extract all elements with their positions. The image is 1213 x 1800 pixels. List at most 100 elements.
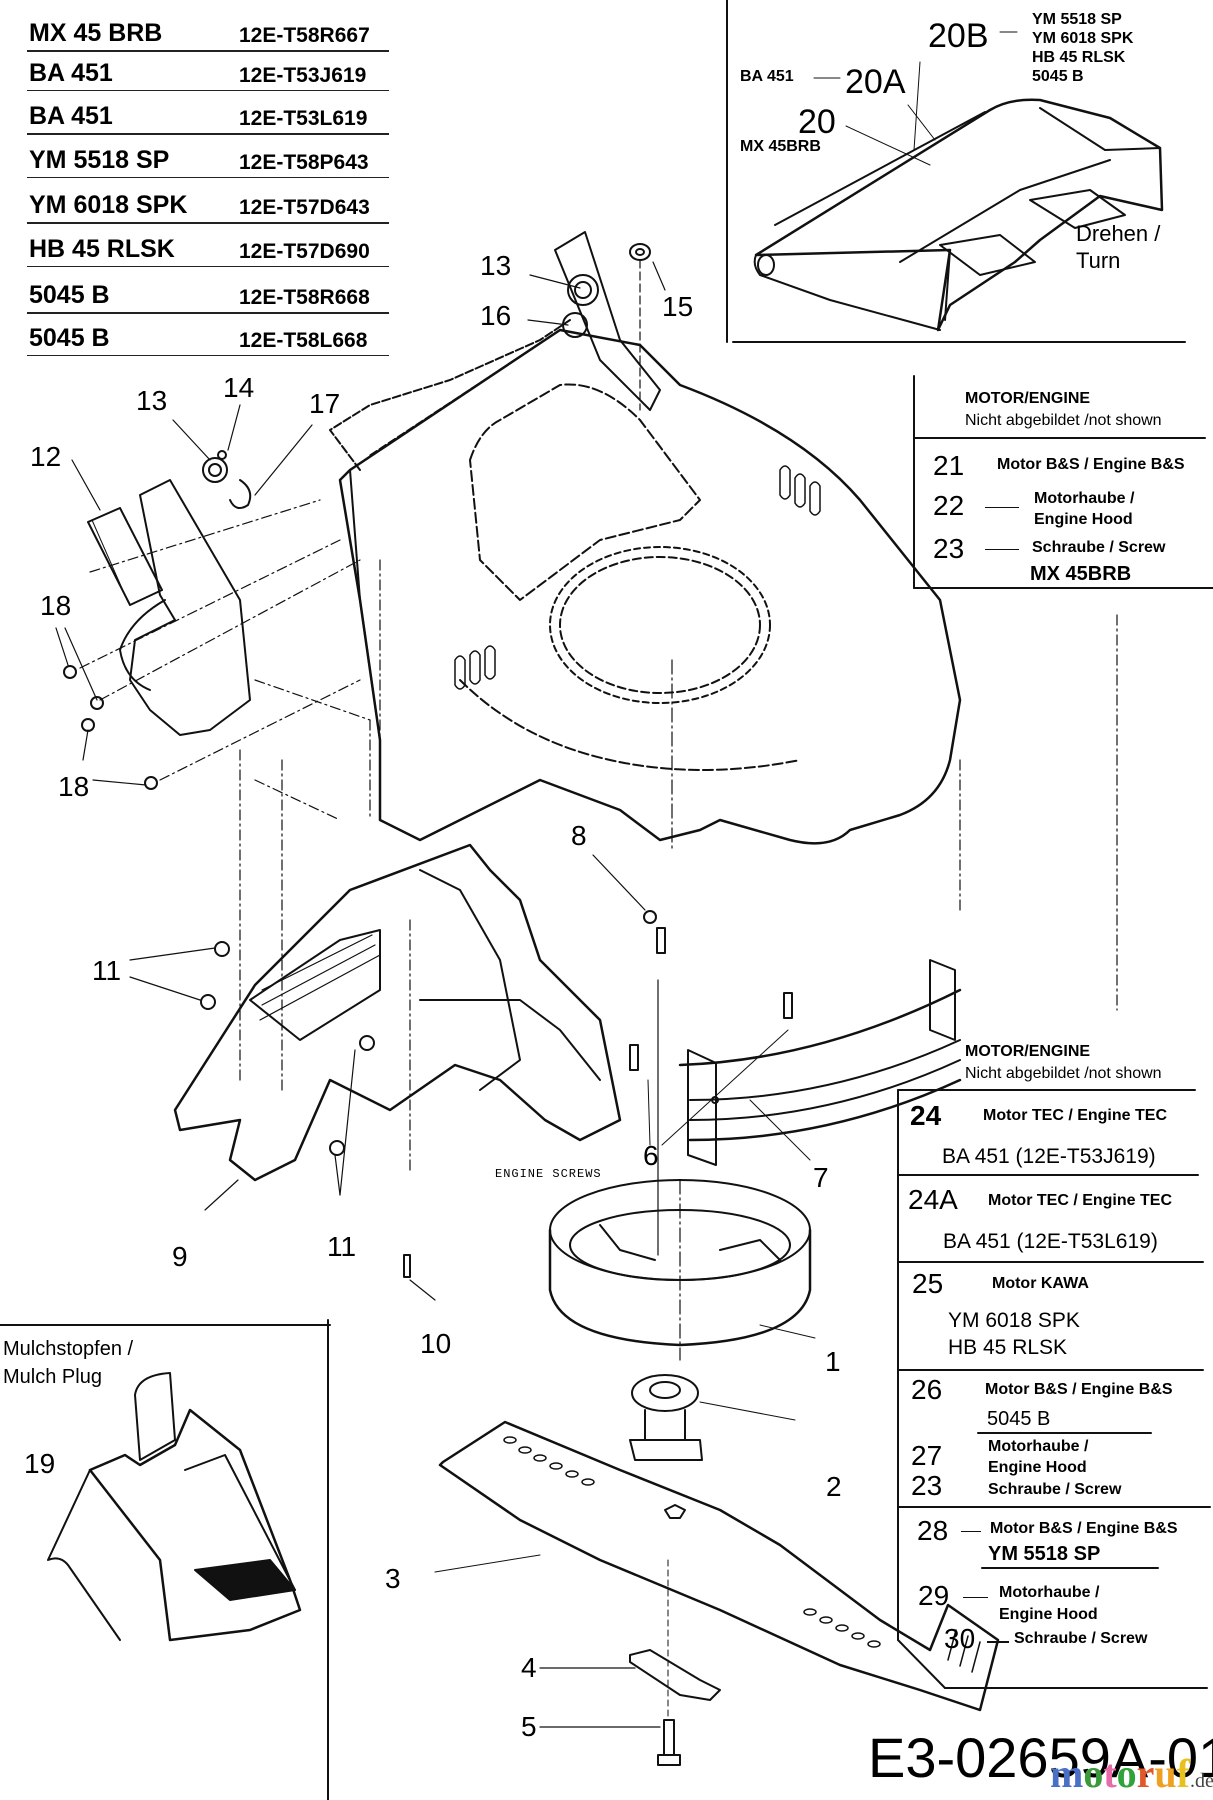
engine-box-1-model: MX 45BRB (1030, 563, 1132, 585)
engine-box-2-border (897, 1089, 1211, 1689)
part-number: 22 (933, 490, 965, 521)
callout-20: 20 (798, 103, 836, 141)
model-row: 5045 B 12E-T58R668 (27, 272, 389, 314)
part-description: Motorhaube / Engine Hood (999, 1582, 1099, 1626)
part-20b-models: YM 5518 SP YM 6018 SPK HB 45 RLSK 5045 B (1032, 10, 1133, 86)
part-number: 25 (912, 1268, 944, 1299)
callout-17: 17 (309, 388, 341, 419)
drawing-number: E3-02659A-01 (868, 1726, 1213, 1789)
engine-box-1-subheader: Nicht abgebildet /not shown (965, 412, 1162, 429)
model-row: HB 45 RLSK 12E-T57D690 (27, 226, 389, 267)
callout-11-bottom: 11 (327, 1231, 357, 1262)
model-name: HB 45 RLSK (948, 1336, 1068, 1359)
model-code: 12E-T58R667 (239, 24, 370, 47)
part-number: 23 (933, 533, 965, 564)
part-number: 28 (917, 1515, 949, 1546)
part-description: Motorhaube / Engine Hood (988, 1436, 1088, 1478)
callout-9: 9 (172, 1241, 188, 1272)
part-number: 24 (910, 1100, 942, 1131)
part-model: BA 451 (12E-T53L619) (943, 1230, 1158, 1253)
model-name: BA 451 (29, 102, 113, 130)
callout-8: 8 (571, 820, 587, 851)
model-code: 12E-T53L619 (239, 107, 368, 130)
callout-10: 10 (420, 1328, 452, 1359)
part-description: Motor B&S / Engine B&S (985, 1381, 1173, 1398)
model-code: 12E-T57D643 (239, 196, 370, 219)
model-name: YM 6018 SPK (948, 1309, 1080, 1332)
blade-bolt-part-5 (539, 1719, 681, 1766)
model-code: 12E-T58L668 (239, 329, 368, 352)
callout-19: 19 (24, 1448, 56, 1479)
part-number: 24A (908, 1184, 958, 1215)
callout-6: 6 (643, 1140, 659, 1171)
part-number: 27 (911, 1440, 943, 1471)
callout-18-top: 18 (40, 590, 72, 621)
engine-box-2-subheader: Nicht abgebildet /not shown (965, 1065, 1162, 1082)
part-description: Schraube / Screw (1032, 539, 1166, 556)
part-number: 30 (944, 1623, 976, 1654)
blade-clamp-part-4 (539, 1559, 721, 1721)
callout-13-left: 13 (136, 385, 168, 416)
model-row: MX 45 BRB 12E-T58R667 (27, 10, 389, 52)
title-line: Mulch Plug (3, 1366, 102, 1388)
description-line: Motorhaube / (988, 1438, 1089, 1455)
dash (963, 1597, 988, 1598)
model-row: 5045 B 12E-T58L668 (27, 315, 389, 356)
blade-part-3 (434, 1420, 1000, 1712)
callout-2: 2 (826, 1471, 842, 1502)
part-description: Motor KAWA (992, 1275, 1089, 1292)
handle-bracket (369, 231, 661, 456)
dash (987, 1641, 1009, 1643)
rear-flap-part-9 (173, 843, 622, 1182)
callout-16: 16 (480, 300, 512, 331)
note-line: Drehen / (1076, 221, 1161, 246)
mulch-plug-box-border (0, 1319, 331, 1800)
part-description: Motorhaube / Engine Hood (1034, 488, 1134, 530)
mower-deck-housing (329, 319, 962, 851)
dash (961, 1531, 981, 1532)
callout-15: 15 (662, 291, 694, 322)
watermark-letter: u (1154, 1751, 1177, 1796)
part-models: YM 6018 SPK HB 45 RLSK (948, 1307, 1080, 1361)
mulch-plug-part-19 (47, 1372, 302, 1642)
model-row: YM 5518 SP 12E-T58P643 (27, 137, 389, 178)
description-line: Motorhaube / (1034, 490, 1135, 507)
callout-12: 12 (30, 441, 62, 472)
watermark-letter: f (1176, 1751, 1190, 1796)
dash (985, 549, 1019, 550)
bolts-part-11 (200, 941, 375, 1156)
part-20-model: MX 45BRB (740, 138, 821, 155)
deflector-box-border (726, 0, 1186, 343)
model-name: HB 45 RLSK (1032, 49, 1126, 66)
callout-7: 7 (813, 1162, 829, 1193)
description-line: Motorhaube / (999, 1584, 1100, 1601)
watermark-letter: o (1083, 1751, 1104, 1796)
callout-14: 14 (223, 372, 255, 403)
dash (985, 507, 1019, 508)
model-name: HB 45 RLSK (29, 235, 175, 263)
part-description: Schraube / Screw (1014, 1630, 1148, 1647)
height-adjuster-assembly (63, 450, 361, 790)
turn-note: Drehen / Turn (1076, 220, 1160, 274)
engine-box-1-header: MOTOR/ENGINE (965, 390, 1091, 407)
screws (403, 910, 811, 1278)
part-number: 21 (933, 450, 965, 481)
part-model: YM 5518 SP (988, 1543, 1101, 1565)
watermark-logo: motoruf.de (1050, 1750, 1213, 1797)
model-name: YM 6018 SPK (1032, 30, 1134, 47)
engine-box-2-header: MOTOR/ENGINE (965, 1043, 1091, 1060)
model-name: BA 451 (29, 59, 113, 87)
leader-lines (55, 261, 666, 1301)
mulch-plug-title: Mulchstopfen / Mulch Plug (3, 1335, 133, 1391)
model-row: BA 451 12E-T53J619 (27, 50, 389, 91)
watermark-letter: r (1136, 1751, 1155, 1796)
model-name: YM 5518 SP (29, 146, 170, 174)
part-number: 29 (918, 1580, 950, 1611)
part-description: Motor B&S / Engine B&S (997, 456, 1185, 473)
engine-box-1-border (913, 375, 1213, 589)
note-line: Turn (1076, 248, 1121, 273)
model-code: 12E-T53J619 (239, 64, 367, 87)
part-number: 26 (911, 1374, 943, 1405)
part-description: Schraube / Screw (988, 1481, 1122, 1498)
